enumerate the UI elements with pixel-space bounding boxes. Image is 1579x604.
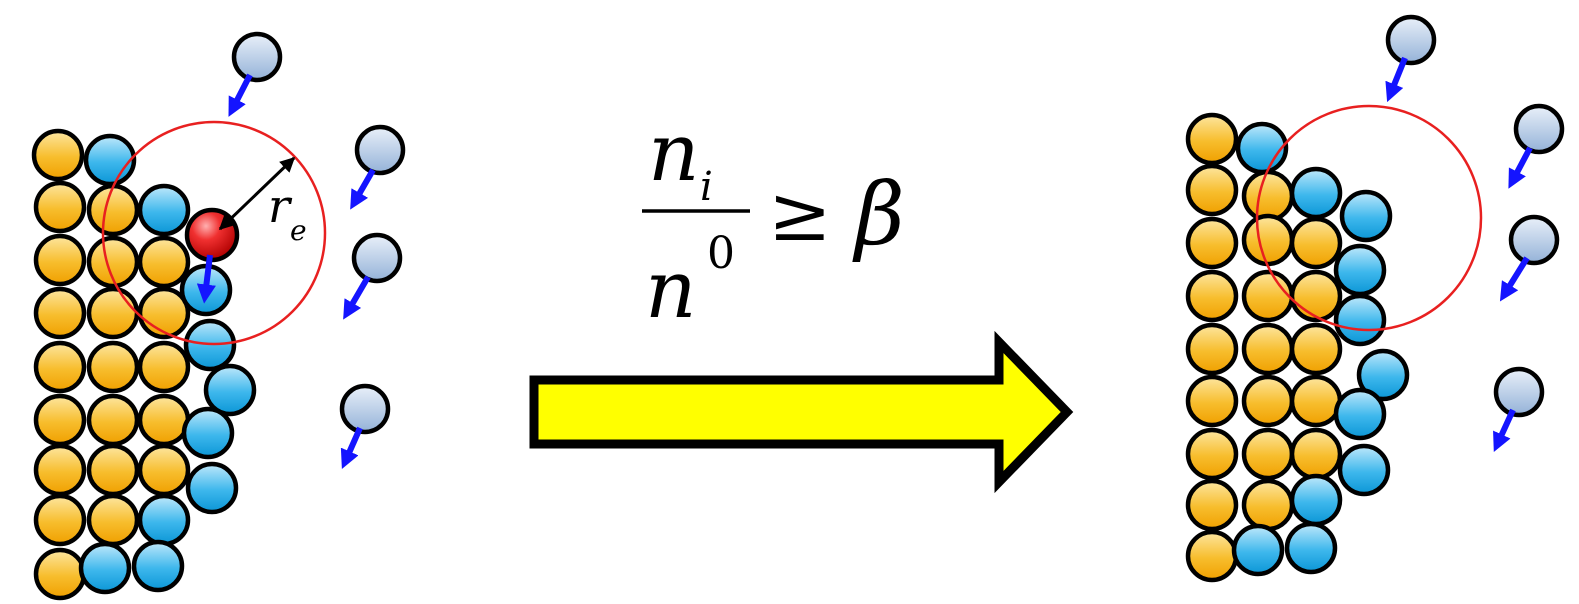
influence-radius-circle-left bbox=[101, 120, 327, 346]
incoming-atom bbox=[1508, 214, 1560, 266]
bulk-atom bbox=[33, 180, 87, 234]
motion-arrow bbox=[350, 168, 376, 210]
surface-atom bbox=[1337, 443, 1391, 497]
incoming-atom bbox=[231, 31, 283, 83]
radius-label-subscript: e bbox=[290, 214, 307, 247]
final-state-panel bbox=[1185, 14, 1565, 583]
motion-arrow bbox=[196, 254, 216, 304]
formula-relation: ≥ bbox=[768, 169, 832, 258]
bulk-atom bbox=[1185, 322, 1239, 376]
bulk-atom bbox=[86, 340, 140, 394]
bulk-atom bbox=[137, 340, 191, 394]
bulk-atom bbox=[33, 443, 87, 497]
incoming-atom bbox=[1493, 366, 1545, 418]
incoming-atom bbox=[354, 124, 406, 176]
bulk-atom bbox=[86, 286, 140, 340]
bulk-atom bbox=[33, 547, 87, 601]
motion-arrow bbox=[1493, 408, 1516, 452]
bulk-atom bbox=[137, 443, 191, 497]
bulk-atom bbox=[1241, 322, 1295, 376]
bulk-atom bbox=[86, 493, 140, 547]
bulk-atom bbox=[33, 233, 87, 287]
bulk-atom bbox=[33, 393, 87, 447]
surface-atom bbox=[1235, 121, 1289, 175]
surface-atom bbox=[1289, 166, 1343, 220]
bulk-atom bbox=[1241, 269, 1295, 323]
bulk-atom bbox=[1289, 427, 1343, 481]
radius-dimension-arrow bbox=[218, 156, 296, 231]
bulk-atom bbox=[86, 183, 140, 237]
formula-numerator-subscript: i bbox=[700, 164, 713, 210]
bulk-atom bbox=[33, 286, 87, 340]
bulk-atom bbox=[1185, 216, 1239, 270]
formula-rhs: β bbox=[852, 165, 905, 265]
surface-atom bbox=[83, 133, 137, 187]
surface-atom bbox=[185, 461, 239, 515]
process-arrow bbox=[529, 330, 1074, 494]
surface-atom bbox=[181, 406, 235, 460]
surface-atom bbox=[137, 493, 191, 547]
surface-atom bbox=[203, 363, 257, 417]
bulk-atom bbox=[31, 128, 85, 182]
bulk-atom bbox=[1241, 213, 1295, 267]
bulk-atom bbox=[1289, 322, 1343, 376]
bulk-atom bbox=[1289, 269, 1343, 323]
surface-atom bbox=[137, 183, 191, 237]
bulk-atom bbox=[137, 235, 191, 289]
motion-arrow bbox=[1508, 146, 1533, 189]
bulk-atom bbox=[1289, 216, 1343, 270]
radius-label: r bbox=[268, 179, 293, 233]
surface-atom bbox=[1356, 348, 1410, 402]
bulk-atom bbox=[1185, 427, 1239, 481]
bulk-atom bbox=[1241, 374, 1295, 428]
bulk-atom bbox=[1289, 374, 1343, 428]
surface-atom bbox=[78, 541, 132, 595]
initial-state-panel bbox=[31, 31, 406, 601]
bulk-atom bbox=[1185, 529, 1239, 583]
formula-denominator: n bbox=[645, 243, 697, 336]
formula-denominator-superscript: 0 bbox=[707, 228, 735, 279]
motion-arrow bbox=[1385, 56, 1408, 103]
bulk-atom bbox=[1185, 478, 1239, 532]
bulk-atom bbox=[1241, 427, 1295, 481]
influence-radius-circle-right bbox=[1255, 104, 1483, 332]
surface-atom bbox=[1333, 243, 1387, 297]
incoming-atom bbox=[351, 232, 403, 284]
surface-atom bbox=[1333, 387, 1387, 441]
deposition-condition-formula: n i n 0 ≥ β bbox=[642, 106, 905, 336]
surface-atom bbox=[1231, 523, 1285, 577]
surface-atom bbox=[1333, 293, 1387, 347]
surface-atom bbox=[1289, 473, 1343, 527]
surface-atom bbox=[131, 539, 185, 593]
bulk-atom bbox=[33, 340, 87, 394]
bulk-atom bbox=[86, 393, 140, 447]
selected-atom bbox=[184, 207, 240, 263]
motion-arrow bbox=[228, 73, 253, 117]
bulk-atom bbox=[1185, 374, 1239, 428]
motion-arrow bbox=[343, 275, 371, 320]
motion-arrow bbox=[1499, 256, 1530, 302]
bulk-atom bbox=[1241, 478, 1295, 532]
bulk-atom bbox=[86, 235, 140, 289]
bulk-atom bbox=[137, 393, 191, 447]
bulk-atom bbox=[1241, 169, 1295, 223]
motion-arrow bbox=[340, 426, 363, 470]
incoming-atom bbox=[1513, 103, 1565, 155]
incoming-atom bbox=[339, 383, 391, 435]
surface-atom bbox=[1284, 521, 1338, 575]
surface-atom bbox=[1339, 189, 1393, 243]
bulk-atom bbox=[86, 443, 140, 497]
bulk-atom bbox=[1185, 269, 1239, 323]
bulk-atom bbox=[1185, 163, 1239, 217]
formula-numerator: n bbox=[648, 106, 700, 199]
incoming-atom bbox=[1385, 14, 1437, 66]
bulk-atom bbox=[33, 493, 87, 547]
bulk-atom bbox=[1185, 112, 1239, 166]
